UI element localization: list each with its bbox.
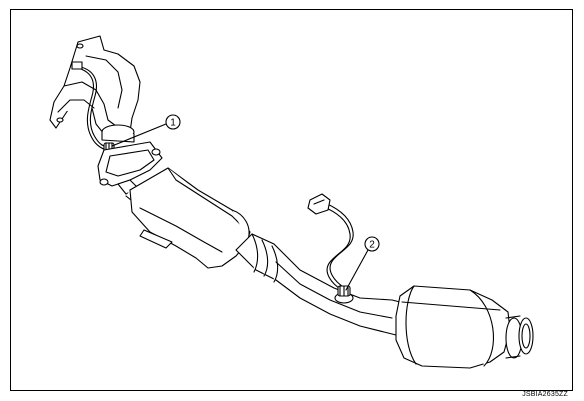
heated-oxygen-sensor-2 bbox=[334, 285, 354, 304]
front-flange bbox=[97, 141, 163, 187]
callout-1: 1 bbox=[165, 114, 181, 130]
exhaust-manifold bbox=[49, 35, 141, 143]
callout-2-leader bbox=[345, 249, 369, 291]
figure-frame bbox=[10, 9, 573, 391]
callout-2-number: 2 bbox=[369, 240, 375, 251]
figure-code: JSBIA2635ZZ bbox=[522, 391, 568, 398]
sensor-2-harness bbox=[321, 202, 354, 291]
callout-1-leader bbox=[111, 123, 167, 147]
callout-1-number: 1 bbox=[170, 118, 176, 129]
rear-catalytic-converter bbox=[395, 285, 534, 369]
front-catalytic-converter bbox=[129, 167, 251, 269]
callout-2: 2 bbox=[364, 236, 380, 252]
sensor-2-connector bbox=[307, 193, 331, 215]
sensor-1-harness bbox=[71, 61, 109, 151]
